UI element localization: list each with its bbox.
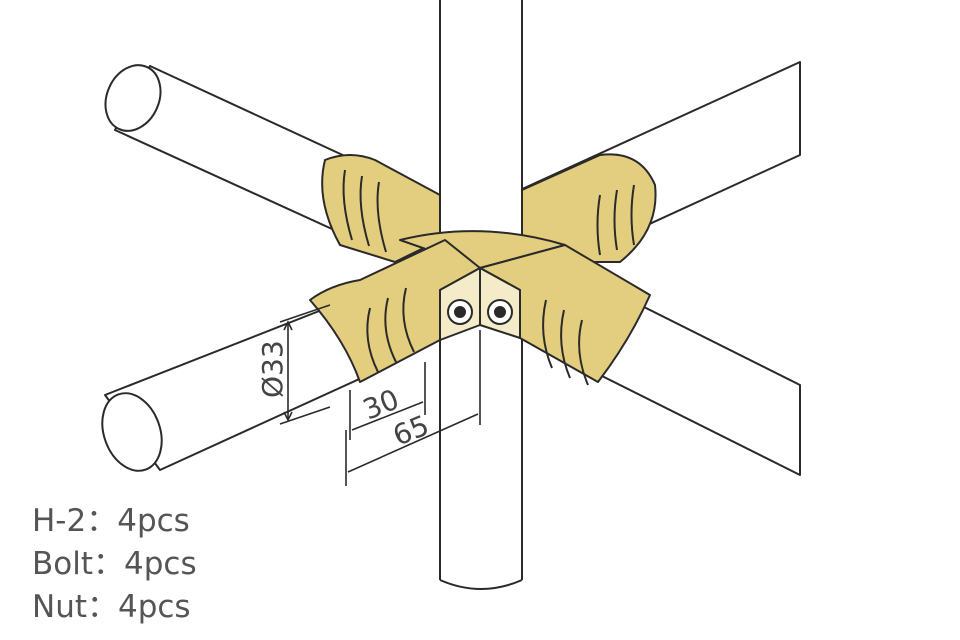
parts-list-item-nut: Nut：4pcs [32,589,191,625]
pipe-front-left [101,294,391,472]
parts-list-item-joint: H-2：4pcs [32,503,190,539]
pipe-end-face [101,392,163,472]
bolt-head-right-icon [487,299,513,325]
bolt-head-left-icon [447,299,473,325]
dimension-65-lines [345,330,481,486]
joint-saddle-right [521,153,657,263]
dimension-diameter-label: Ø33 [256,340,289,398]
dimension-diameter-lines [279,304,331,425]
parts-list: H-2：4pcs Bolt：4pcs Nut：4pcs [32,500,197,629]
dimension-30-lines [349,362,426,440]
parts-list-item-bolt: Bolt：4pcs [32,546,197,582]
joint-saddle-left [321,154,441,263]
joint-saddle-front-right [479,244,651,386]
